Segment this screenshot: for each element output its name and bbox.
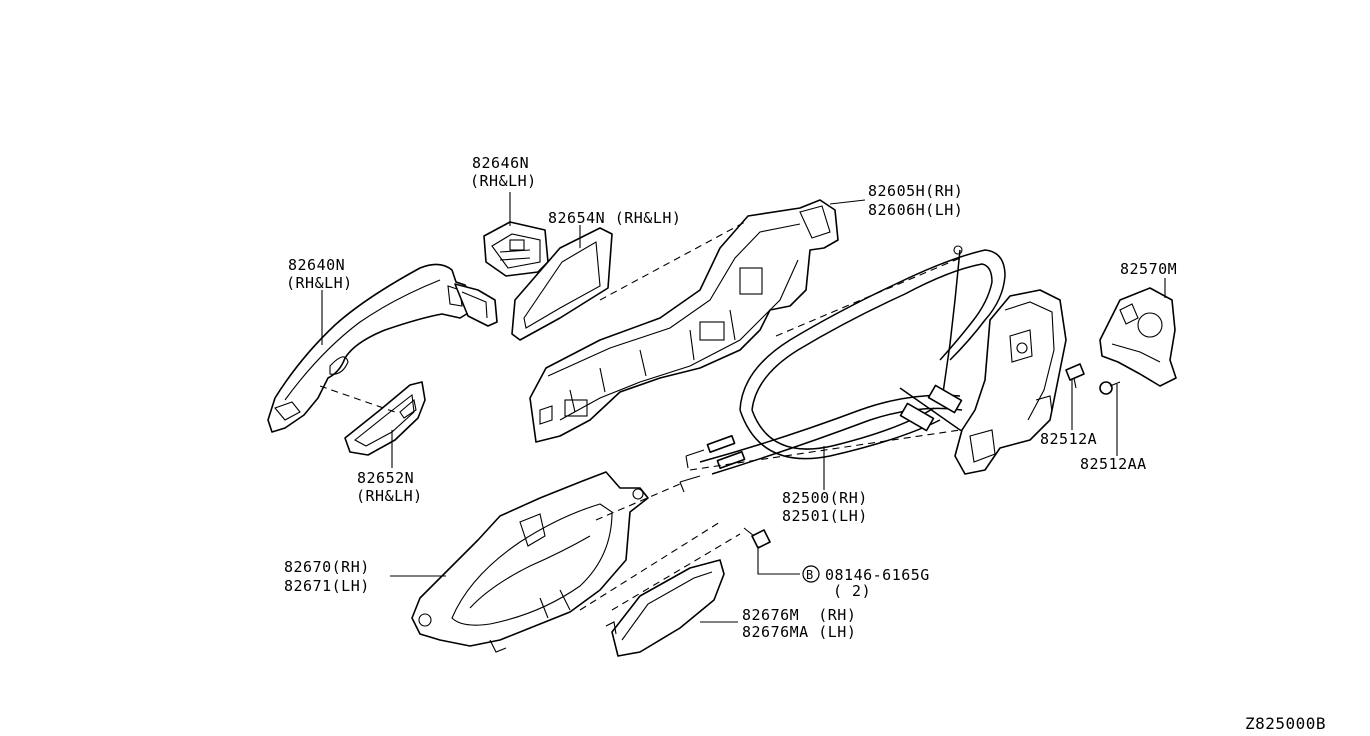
label-08146: B 08146-6165G ( 2): [802, 565, 930, 600]
label-82605H-line1: 82605H(RH): [868, 182, 963, 200]
label-82646N: 82646N (RH&LH): [470, 154, 537, 190]
bolt-marker-circle: [802, 565, 820, 583]
label-82654N-line1: 82654N (RH&LH): [548, 209, 681, 227]
screw-82512a-drawing: [1065, 363, 1085, 389]
label-82676M-line1: 82676M (RH): [742, 606, 856, 624]
label-82512A: 82512A: [1040, 430, 1097, 448]
handle-frame-drawing: [529, 199, 839, 443]
label-82605H: 82605H(RH) 82606H(LH): [868, 182, 963, 219]
label-82512A-line1: 82512A: [1040, 430, 1097, 448]
outside-handle-drawing: [267, 263, 498, 433]
bolt-08146-drawing: [743, 527, 771, 549]
handle-cap-drawing: [483, 221, 549, 277]
label-82605H-line2: 82606H(LH): [868, 201, 963, 219]
label-82500: 82500(RH) 82501(LH): [782, 489, 868, 525]
door-lock-actuator-drawing: [954, 289, 1067, 475]
label-82500-line1: 82500(RH): [782, 489, 868, 507]
leader-lines: [321, 192, 1166, 623]
label-08146-line1: 08146-6165G: [825, 566, 930, 584]
bolt-marker-letter: B: [806, 568, 814, 582]
lock-bracket-drawing: [1099, 287, 1177, 387]
lock-cable-drawing: [679, 245, 1006, 493]
label-82640N-line2: (RH&LH): [286, 274, 353, 292]
label-82670-line2: 82671(LH): [284, 577, 370, 595]
label-82640N-line1: 82640N: [288, 256, 345, 274]
label-82570M: 82570M: [1120, 260, 1177, 278]
gasket-drawing: [511, 227, 613, 341]
screw-82512aa-drawing: [1099, 381, 1121, 395]
label-82570M-line1: 82570M: [1120, 260, 1177, 278]
escutcheon-gasket-drawing: [344, 381, 426, 456]
label-82512AA: 82512AA: [1080, 455, 1147, 473]
label-82640N: 82640N (RH&LH): [286, 256, 353, 292]
label-08146-line2: ( 2): [833, 582, 871, 600]
label-82646N-line1: 82646N: [472, 154, 529, 172]
label-82676M-line2: 82676MA (LH): [742, 623, 856, 641]
label-82670: 82670(RH) 82671(LH): [284, 558, 370, 595]
label-82654N: 82654N (RH&LH): [548, 209, 681, 227]
label-82652N: 82652N (RH&LH): [356, 469, 423, 505]
diagram-code: Z825000B: [1245, 714, 1326, 733]
label-82652N-line2: (RH&LH): [356, 487, 423, 505]
alignment-lines: [319, 221, 961, 611]
label-82646N-line2: (RH&LH): [470, 172, 537, 190]
label-82670-line1: 82670(RH): [284, 558, 370, 576]
label-82512AA-line1: 82512AA: [1080, 455, 1147, 473]
inside-handle-escutcheon-drawing: [605, 559, 725, 657]
label-82676M: 82676M (RH) 82676MA (LH): [742, 606, 856, 641]
label-82500-line2: 82501(LH): [782, 507, 868, 525]
label-82652N-line1: 82652N: [357, 469, 414, 487]
inside-handle-drawing: [411, 471, 649, 653]
